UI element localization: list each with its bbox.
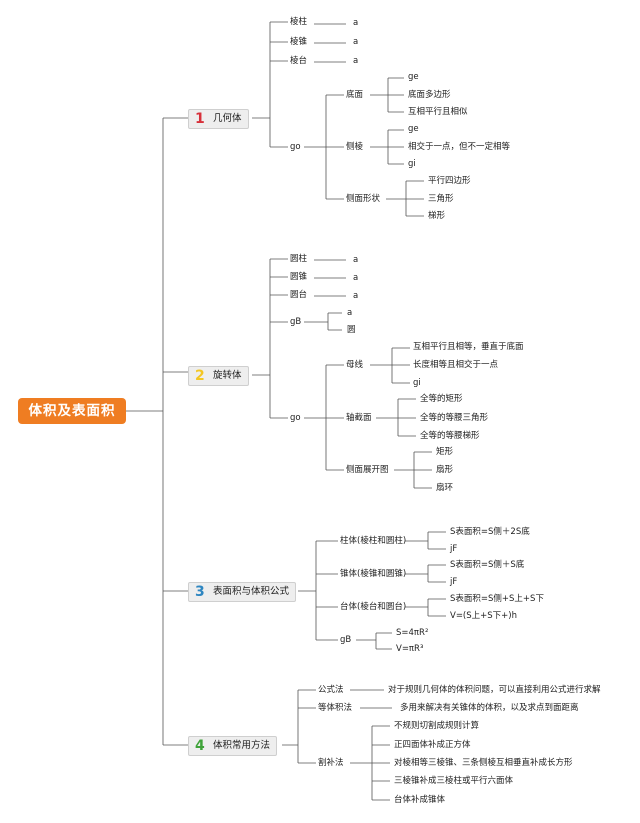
leaf: 梯形 [428, 211, 446, 221]
node-note: a [353, 255, 359, 265]
node-prism: 棱柱 [290, 17, 308, 27]
node-frustum-cone: 圆台 [290, 290, 308, 300]
leaf: 圆 [347, 325, 356, 335]
category-label: 旋转体 [213, 370, 242, 381]
formula: jF [450, 544, 458, 554]
leaf: ge [408, 72, 419, 82]
node-cylinder: 圆柱 [290, 254, 308, 264]
leaf: 台体补成锥体 [394, 795, 446, 805]
leaf: 对棱相等三棱锥、三条侧棱互相垂直补成长方形 [394, 758, 573, 768]
leaf: 扇环 [436, 483, 454, 493]
category-label: 体积常用方法 [213, 740, 271, 751]
formula: S表面积=S侧＋S底 [450, 560, 525, 570]
leaf: 平行四边形 [428, 176, 471, 186]
leaf: ge [408, 124, 419, 134]
formula: S表面积=S侧+S上+S下 [450, 594, 544, 604]
category-number: 2 [195, 368, 205, 384]
leaf: 全等的等腰梯形 [420, 431, 480, 441]
node-base: 底面 [346, 90, 364, 100]
node-note: a [353, 273, 359, 283]
node-axial-section: 轴截面 [346, 413, 372, 423]
formula: S表面积=S侧＋2S底 [450, 527, 530, 537]
node-gb: gB [290, 317, 302, 327]
node-formula-method-desc: 对于规则几何体的体积问题，可以直接利用公式进行求解 [388, 685, 601, 695]
root-node: 体积及表面积 [18, 398, 126, 424]
node-gb: gB [340, 635, 352, 645]
formula: S=4πR² [396, 628, 429, 638]
leaf: 三角形 [428, 194, 454, 204]
node-note: a [353, 291, 359, 301]
node-pyramid-cone: 锥体(棱锥和圆锥) [340, 569, 407, 579]
leaf: 相交于一点，但不一定相等 [408, 142, 511, 152]
node-note: a [353, 56, 359, 66]
category-label: 表面积与体积公式 [213, 586, 290, 597]
category-label: 几何体 [213, 113, 242, 124]
leaf: 矩形 [436, 447, 454, 457]
category-number: 1 [195, 111, 205, 127]
node-pyramid: 棱锥 [290, 37, 308, 47]
node-note: a [353, 18, 359, 28]
category-solids-of-revolution: 2 旋转体 [188, 366, 249, 386]
leaf: 底面多边形 [408, 90, 451, 100]
node-frustum: 棱台 [290, 56, 308, 66]
node-lateral-face-shape: 侧面形状 [346, 194, 381, 204]
node-prism-cylinder: 柱体(棱柱和圆柱) [340, 536, 407, 546]
node-note: a [353, 37, 359, 47]
node-lateral-edge: 侧棱 [346, 142, 364, 152]
node-lateral-development: 侧面展开图 [346, 465, 389, 475]
leaf: 扇形 [436, 465, 454, 475]
leaf: 全等的等腰三角形 [420, 413, 489, 423]
node-go: go [290, 142, 301, 152]
leaf: 长度相等且相交于一点 [413, 360, 499, 370]
node-cone: 圆锥 [290, 272, 308, 282]
leaf: a [347, 308, 353, 318]
formula: jF [450, 577, 458, 587]
leaf: gi [408, 159, 416, 169]
category-number: 4 [195, 738, 205, 754]
category-geometric-solids: 1 几何体 [188, 109, 249, 129]
node-formula-method: 公式法 [318, 685, 344, 695]
category-volume-methods: 4 体积常用方法 [188, 736, 278, 756]
formula: V=(S上+S下+)h [450, 611, 517, 621]
leaf: 互相平行且相等，垂直于底面 [413, 342, 524, 352]
leaf: 全等的矩形 [420, 394, 463, 404]
formula: V=πR³ [396, 644, 424, 654]
node-go: go [290, 413, 301, 423]
leaf: 不规则切割成规则计算 [394, 721, 480, 731]
leaf: 互相平行且相似 [408, 107, 468, 117]
leaf: 正四面体补成正方体 [394, 740, 471, 750]
leaf: gi [413, 378, 421, 388]
category-area-volume-formulas: 3 表面积与体积公式 [188, 582, 297, 602]
node-generatrix: 母线 [346, 360, 364, 370]
category-number: 3 [195, 584, 205, 600]
leaf: 三棱锥补成三棱柱或平行六面体 [394, 776, 514, 786]
node-equal-volume-desc: 多用来解决有关锥体的体积，以及求点到面距离 [400, 703, 579, 713]
node-cut-fill-method: 割补法 [318, 758, 344, 768]
node-equal-volume-method: 等体积法 [318, 703, 353, 713]
node-frustums: 台体(棱台和圆台) [340, 602, 407, 612]
